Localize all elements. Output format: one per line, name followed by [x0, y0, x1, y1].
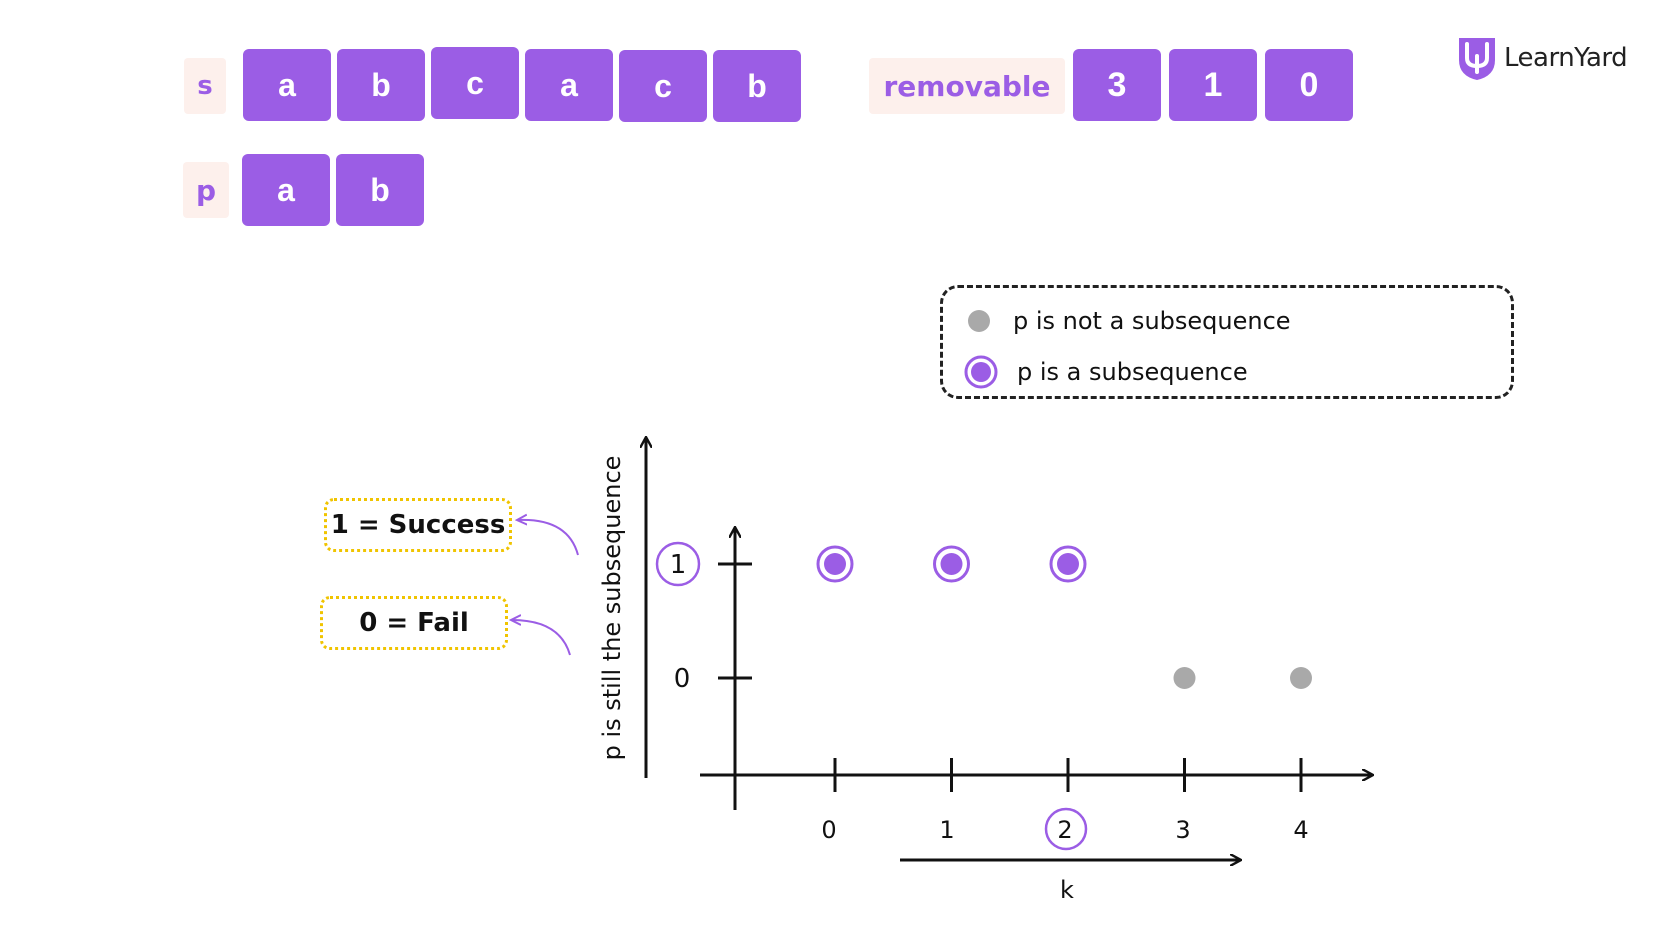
p-label: p	[183, 162, 229, 218]
s-cell: b	[713, 50, 801, 122]
data-point-fail	[1290, 667, 1312, 689]
legend-item-subsequence: p is a subsequence	[963, 354, 1248, 390]
removable-cell: 3	[1073, 49, 1161, 121]
data-point-success-ring	[1049, 545, 1087, 583]
data-point-success	[1057, 553, 1079, 575]
legend-label: p is not a subsequence	[1013, 307, 1291, 335]
removable-cell: 1	[1169, 49, 1257, 121]
x-tick-label: 0	[821, 816, 836, 844]
learnyard-logo-icon	[1459, 38, 1495, 80]
y-axis-label: p is still the subsequence	[598, 456, 626, 761]
fail-pointer-arrow	[512, 620, 571, 656]
s-cell: c	[619, 50, 707, 122]
data-point-success-ring	[816, 545, 854, 583]
p-cell: a	[242, 154, 330, 226]
x-axis-label: k	[1060, 876, 1074, 904]
s-cell: b	[337, 49, 425, 121]
s-cell: a	[525, 49, 613, 121]
success-pointer-arrow	[518, 520, 579, 556]
x-tick-label: 1	[939, 816, 954, 844]
fail-callout: 0 = Fail	[320, 596, 508, 650]
p-cell: b	[336, 154, 424, 226]
s-cell: a	[243, 49, 331, 121]
x-tick-label: 2	[1057, 816, 1072, 844]
y-tick-label: 1	[670, 550, 687, 580]
data-point-fail	[1173, 667, 1196, 689]
y-tick-label: 0	[674, 664, 691, 694]
purple-ring-dot-icon	[964, 355, 998, 389]
brand-logo: LearnYard	[1456, 34, 1628, 82]
brand-name: LearnYard	[1504, 43, 1628, 73]
removable-label: removable	[869, 58, 1065, 114]
legend-label: p is a subsequence	[1017, 358, 1248, 386]
x-tick-highlight-ring	[1044, 807, 1088, 851]
data-point-success-ring	[933, 545, 970, 583]
x-tick-label: 4	[1293, 816, 1308, 844]
legend-box: p is not a subsequence p is a subsequenc…	[940, 285, 1514, 399]
s-label: s	[184, 58, 226, 114]
legend-item-not-subsequence: p is not a subsequence	[963, 305, 1291, 337]
removable-cell: 0	[1265, 49, 1353, 121]
success-callout: 1 = Success	[324, 498, 512, 552]
y-tick-highlight-ring	[655, 541, 701, 587]
data-point-success	[824, 553, 846, 575]
data-point-success	[940, 553, 963, 575]
s-cell: c	[431, 47, 519, 119]
x-tick-label: 3	[1175, 816, 1190, 844]
gray-dot-icon	[968, 310, 990, 332]
